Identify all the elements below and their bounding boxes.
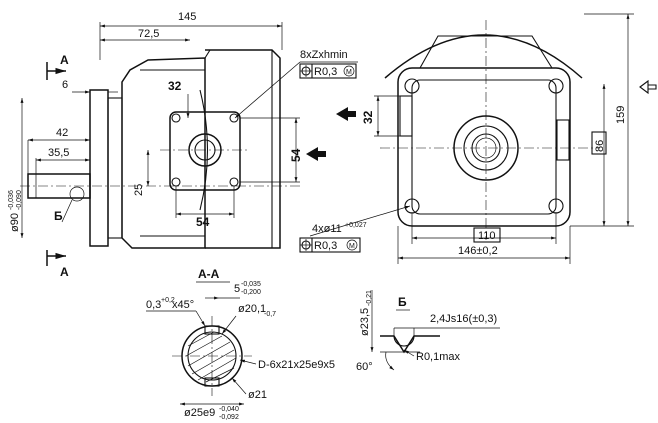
detail-b-dia-label: ø23,5 xyxy=(359,308,371,336)
detail-b-dia-tol-label: -0,21 xyxy=(366,290,373,306)
outline-flow-arrow xyxy=(639,79,657,95)
mounting-hole xyxy=(548,78,564,94)
minor-dia-label: ø21 xyxy=(248,389,267,401)
material-modifier-bottom: M xyxy=(349,243,355,250)
flange-dia-label: ø90 xyxy=(9,213,21,232)
section-aa: А-А 0,3 +0,2 x45° 5 -0,035 -0,200 ø20,1 … xyxy=(146,267,335,421)
pump-rear-body xyxy=(205,49,281,249)
port-bolt-hole xyxy=(171,113,181,123)
inner-dia-label: ø20,1 xyxy=(238,303,266,315)
front-view: 32 86 159 110 146±0,2 xyxy=(336,13,657,264)
section-label-a-bottom: A xyxy=(60,265,69,279)
outer-dia-tol-upper: -0,040 xyxy=(219,406,239,413)
port-size-label: 8xZxhmin xyxy=(300,49,348,61)
pump-front-body xyxy=(121,57,206,249)
mounting-flange xyxy=(89,89,109,247)
section-label-a-top: A xyxy=(60,53,69,67)
chamfer-angle-label: x45° xyxy=(172,299,194,311)
hole-spacing-label: 110 xyxy=(478,230,496,242)
port-spacing-v-label: 32 xyxy=(168,79,182,93)
port-spacing-h-label: 54 xyxy=(196,215,210,229)
flow-direction-arrow xyxy=(306,147,318,161)
overall-length-label: 145 xyxy=(178,11,196,23)
key-tol-lower-label: -0,200 xyxy=(241,289,261,296)
key-tol-upper-label: -0,035 xyxy=(241,281,261,288)
section-aa-title: А-А xyxy=(198,267,220,281)
dim-35-5-label: 35,5 xyxy=(48,147,69,159)
flange-dia-tol-lower: -0,090 xyxy=(16,190,23,210)
chamfer-tol-label: +0,2 xyxy=(161,297,175,304)
detail-b-angle-label: 60° xyxy=(356,361,373,373)
side-view: A A 145 xyxy=(8,11,411,279)
mounting-hole xyxy=(404,78,420,94)
detail-b-width-label: 2,4Js16(±0,3) xyxy=(430,313,497,325)
flange-width-label: 146±0,2 xyxy=(458,245,498,257)
front-flange xyxy=(397,67,571,227)
position-tol-bottom-value: R0,3 xyxy=(314,240,337,252)
hole-spec-label: 4xø11 xyxy=(312,223,342,235)
outer-dia-tol-lower: -0,092 xyxy=(219,414,239,421)
port-bolt-hole xyxy=(171,177,181,187)
position-tol-top-value: R0,3 xyxy=(314,66,337,78)
shaft-offset-label: 25 xyxy=(133,184,145,196)
detail-b-callout-circle xyxy=(69,186,85,202)
chamfer-label: 0,3 xyxy=(146,299,161,311)
port-bolt-hole xyxy=(229,177,239,187)
flange-dia-tol-upper: -0,036 xyxy=(8,190,15,210)
outer-dia-label: ø25e9 xyxy=(184,407,215,419)
overall-height-label: 159 xyxy=(615,106,627,124)
port-bolt-hole xyxy=(229,113,239,123)
side-height-label: 86 xyxy=(594,140,606,152)
spline-spec-label: D-6x21x25e9x5 xyxy=(258,359,335,371)
inner-dia-tol-label: -0,7 xyxy=(264,311,276,318)
detail-b-title: Б xyxy=(398,295,407,309)
half-length-label: 72,5 xyxy=(138,28,159,40)
flow-direction-arrow-left xyxy=(336,107,348,121)
port-spacing-h2-label: 54 xyxy=(289,148,303,162)
port-height-label: 32 xyxy=(361,110,375,124)
housing-arc xyxy=(384,34,583,79)
material-modifier-top: M xyxy=(346,69,352,76)
hole-tol-label: +0,027 xyxy=(345,222,367,229)
detail-b-callout-label: Б xyxy=(54,209,63,223)
flange-thickness-label: 6 xyxy=(62,79,68,91)
key-width-label: 5 xyxy=(234,283,240,295)
detail-b: Б ø23,5 -0,21 2,4Js16(±0,3) 60° R0,1max xyxy=(356,290,500,373)
dim-42-label: 42 xyxy=(56,127,68,139)
detail-b-radius-label: R0,1max xyxy=(416,351,461,363)
